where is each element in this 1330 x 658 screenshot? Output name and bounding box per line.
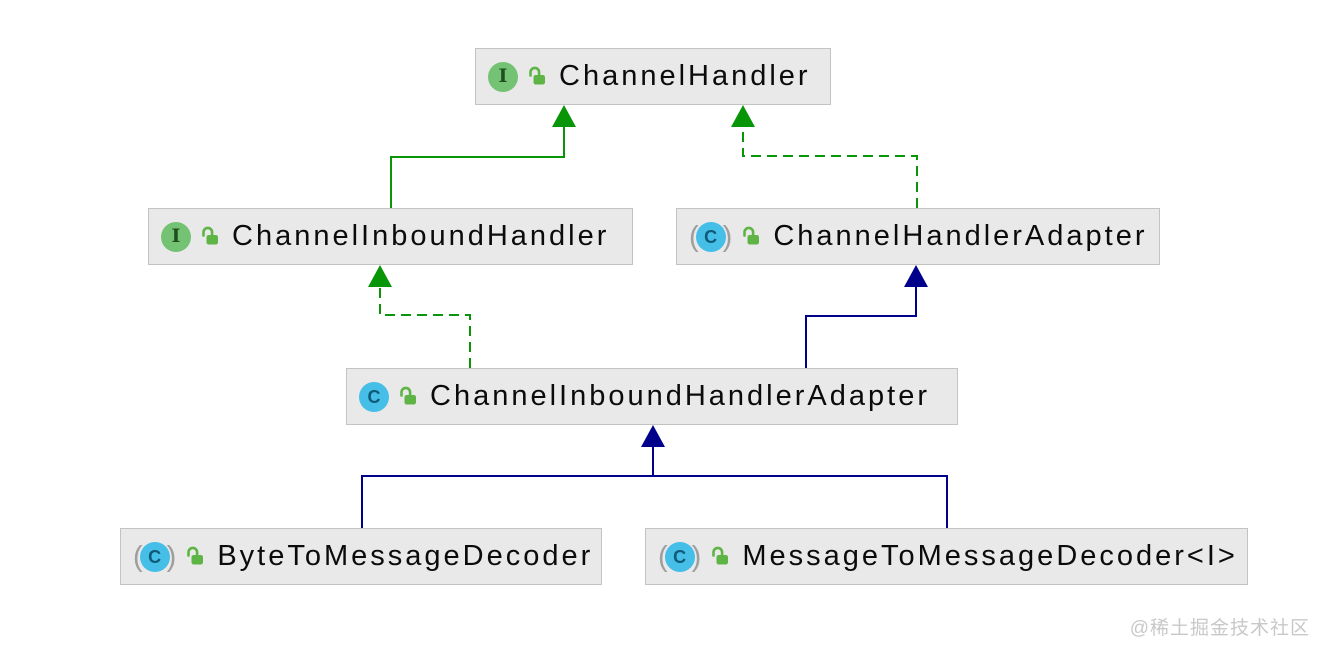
node-channelinboundhandleradapter[interactable]: C ChannelInboundHandlerAdapter bbox=[346, 368, 958, 425]
public-unlocked-icon bbox=[526, 65, 547, 87]
public-unlocked-icon bbox=[740, 225, 761, 247]
node-label: ChannelInboundHandlerAdapter bbox=[430, 380, 930, 412]
node-label: ByteToMessageDecoder bbox=[217, 540, 594, 572]
generalization-arrowhead bbox=[731, 105, 755, 127]
edge-channelinboundhandleradapter-implements-channelinboundhandler bbox=[368, 265, 471, 368]
abstract-class-icon: (C) bbox=[133, 540, 177, 573]
generalization-arrowhead bbox=[641, 425, 665, 447]
edge-bytetomessagedecoder-extends-channelinboundhandleradapter bbox=[361, 425, 665, 528]
abstract-class-icon: (C) bbox=[689, 220, 733, 253]
generalization-arrowhead bbox=[904, 265, 928, 287]
edge-channelinboundhandleradapter-extends-channelhandleradapter bbox=[805, 265, 928, 368]
node-bytetomessagedecoder[interactable]: (C) ByteToMessageDecoder bbox=[120, 528, 602, 585]
node-channelhandleradapter[interactable]: (C) ChannelHandlerAdapter bbox=[676, 208, 1160, 265]
node-label: ChannelInboundHandler bbox=[232, 220, 610, 252]
public-unlocked-icon bbox=[397, 385, 418, 407]
node-channelhandler[interactable]: I ChannelHandler bbox=[475, 48, 831, 105]
node-label: ChannelHandlerAdapter bbox=[773, 220, 1148, 252]
edge-messagetomessagedecoder-extends-channelinboundhandleradapter bbox=[653, 475, 948, 528]
interface-icon: I bbox=[161, 221, 191, 252]
class-icon: C bbox=[359, 381, 389, 412]
node-messagetomessagedecoder[interactable]: (C) MessageToMessageDecoder<I> bbox=[645, 528, 1248, 585]
abstract-class-icon: (C) bbox=[658, 540, 702, 573]
public-unlocked-icon bbox=[709, 545, 730, 567]
edge-channelinboundhandler-extends-channelhandler bbox=[390, 105, 576, 208]
watermark: @稀土掘金技术社区 bbox=[1129, 618, 1310, 639]
node-channelinboundhandler[interactable]: I ChannelInboundHandler bbox=[148, 208, 633, 265]
interface-icon: I bbox=[488, 61, 518, 92]
node-label: ChannelHandler bbox=[559, 60, 811, 92]
public-unlocked-icon bbox=[199, 225, 220, 247]
public-unlocked-icon bbox=[184, 545, 205, 567]
generalization-arrowhead bbox=[552, 105, 576, 127]
edge-channelhandleradapter-implements-channelhandler bbox=[731, 105, 918, 208]
node-label: MessageToMessageDecoder<I> bbox=[742, 540, 1238, 572]
generalization-arrowhead bbox=[368, 265, 392, 287]
